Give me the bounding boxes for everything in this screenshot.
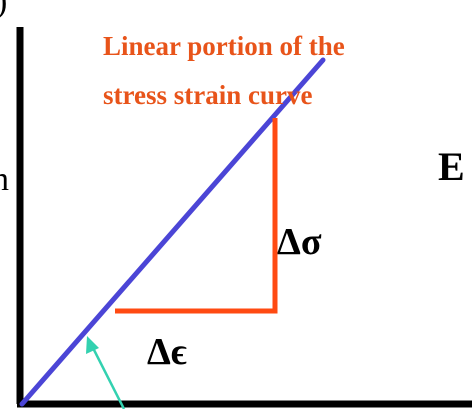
pointer-arrow-shaft [89, 343, 126, 409]
edge-glyph-left-mid: n [0, 161, 9, 198]
edge-glyph-top-left: ) [0, 0, 7, 20]
delta-sigma-label: Δσ [277, 221, 322, 263]
pointer-arrow-head [86, 336, 99, 354]
delta-epsilon-label: Δϵ [147, 331, 187, 373]
modulus-label: E [438, 144, 465, 189]
caption-line-2: stress strain curve [103, 80, 312, 110]
caption-line-1: Linear portion of the [103, 31, 345, 61]
slope-triangle [115, 118, 278, 314]
linear-portion-line [19, 57, 326, 407]
